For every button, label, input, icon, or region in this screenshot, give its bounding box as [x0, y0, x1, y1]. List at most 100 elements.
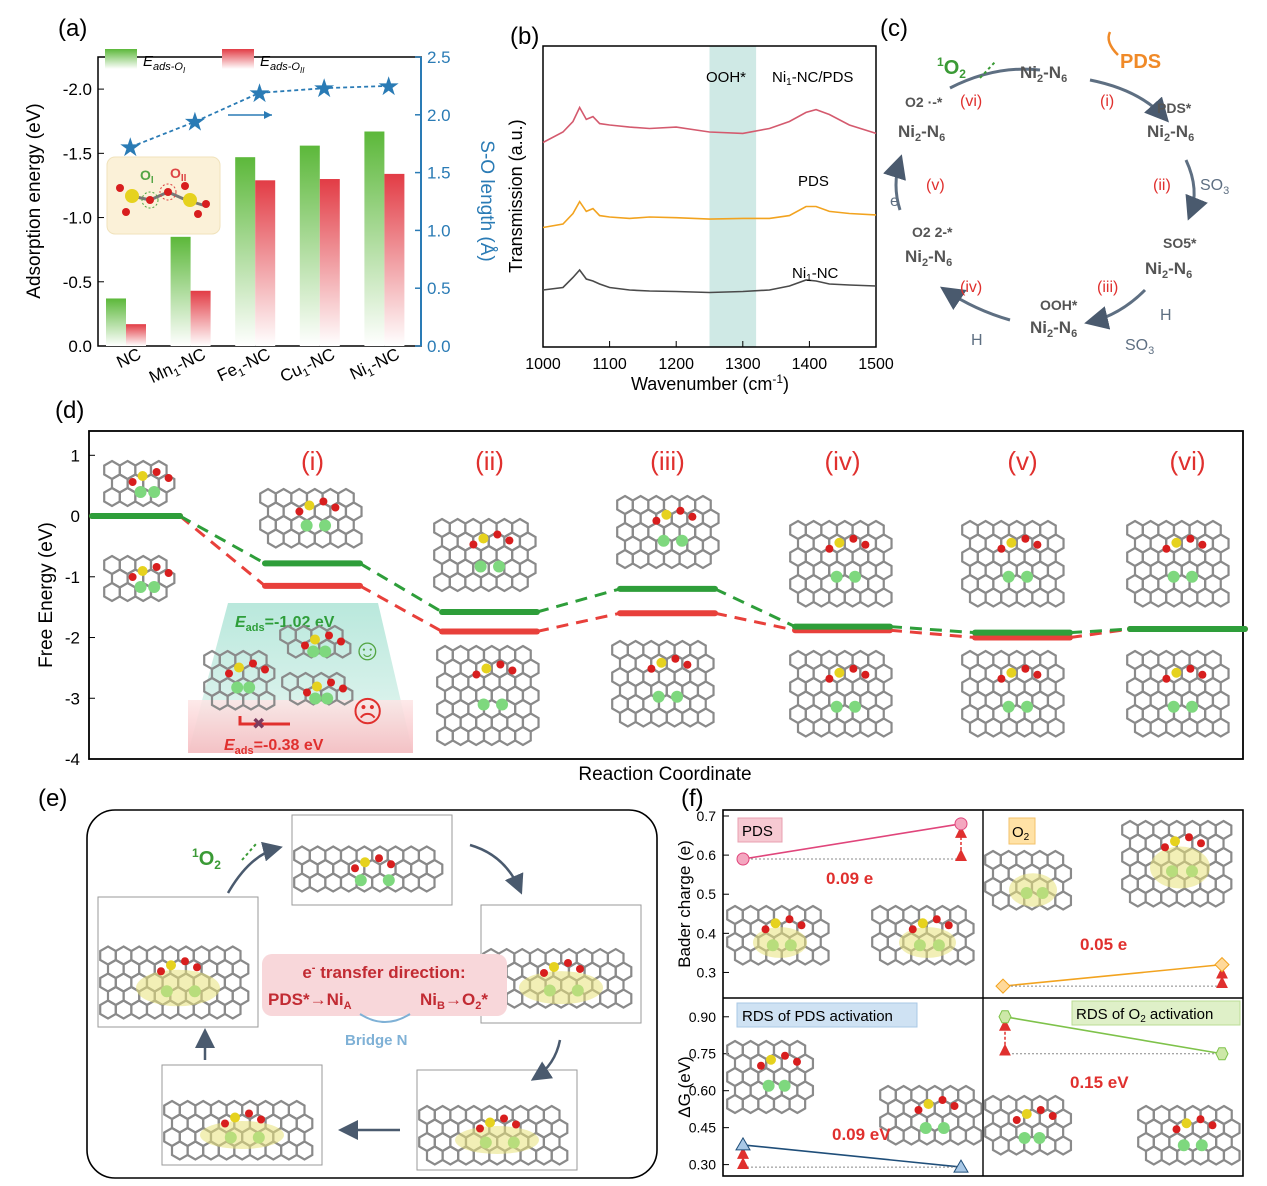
oxygen-atom [225, 669, 233, 678]
struct-f-rds-pds-b [879, 1084, 983, 1146]
ytick-label-f-bot-0: 0.90 [689, 1009, 716, 1025]
chart-f-ylabel-bottom: ΔG (eV) [675, 1056, 694, 1117]
oxygen-atom [671, 654, 680, 663]
bar-oi-0 [106, 298, 126, 346]
f-line-0 [742, 823, 962, 860]
oxygen-atom [1198, 540, 1207, 549]
panel-label-c: (c) [880, 15, 908, 42]
cycle-step-iv: (iv) [960, 279, 982, 296]
sulfur-atom [137, 566, 148, 576]
step-label-d-2: (iii) [650, 446, 685, 476]
oxygen-atom [512, 1120, 520, 1129]
oxygen-atom [193, 963, 201, 972]
ni-atom [676, 534, 689, 547]
chart-b-lines [542, 105, 877, 294]
step-label-d-3: (iv) [824, 446, 860, 476]
svg-text:OI: OI [140, 167, 154, 186]
ni-atom [309, 692, 322, 705]
oxygen-atom [540, 968, 548, 977]
chart-f-lines [735, 817, 1230, 1173]
oxygen-atom [339, 684, 347, 693]
struct-f-rds-pds-a [726, 1039, 815, 1115]
f-line-1 [1002, 963, 1223, 987]
oxygen-atom [1162, 674, 1171, 683]
annot-f1: 0.09 e [826, 869, 873, 888]
f-line-3 [1004, 1015, 1223, 1055]
cycle-arrow-iv [940, 286, 1011, 322]
sulfur-atom [1170, 836, 1180, 847]
step-label-d-1: (ii) [475, 446, 504, 476]
eads-good-face: ☺ [352, 634, 383, 667]
connector-green-4 [889, 625, 976, 635]
oxygen-atom [825, 544, 834, 553]
chart-a-bars [106, 131, 405, 346]
cycle-node-1: Ni2-N6 [1020, 63, 1067, 85]
sulfur-atom [310, 634, 320, 645]
oxygen-atom [1185, 833, 1193, 842]
oxygen-atom [327, 678, 335, 687]
y2tick-label-a-4: 2.0 [427, 106, 451, 125]
y2tick-label-a-0: 0.0 [427, 337, 451, 356]
struct-f-pds-a [726, 904, 830, 966]
oxygen-atom [1033, 670, 1042, 679]
sulfur-atom [166, 960, 176, 971]
struct-d-v-bottom [961, 649, 1065, 738]
charge-density [455, 1126, 539, 1154]
transfer-box [262, 954, 507, 1016]
ni-atom [1186, 570, 1199, 583]
connector-green-3 [714, 587, 796, 628]
struct-d-vi-bottom [1126, 649, 1230, 738]
oxygen-atom [500, 1114, 508, 1123]
sulfur-atom [656, 657, 667, 668]
oxygen-atom [1196, 1115, 1205, 1124]
connector-red-2 [536, 611, 621, 633]
oxygen-atom [505, 536, 514, 545]
bridge-n-label: Bridge N [345, 1032, 408, 1049]
oxygen-atom [652, 516, 661, 525]
oxygen-atom [496, 660, 505, 669]
ni-atom [354, 874, 367, 887]
ni-atom [134, 581, 147, 593]
panel-label-b: (b) [510, 23, 539, 50]
ytick-label-f-bot-2: 0.60 [689, 1083, 716, 1099]
oxygen-atom [861, 540, 870, 549]
oxygen-atom [825, 674, 834, 683]
struct-e-2 [482, 947, 633, 1009]
ytick-label-d-5: -4 [65, 750, 80, 769]
cycle-arrow-vi [949, 67, 1041, 90]
cycle-label-h-a: H [1160, 307, 1172, 324]
ni-atom [652, 690, 665, 703]
oxygen-atom [337, 637, 345, 646]
transfer-title: e- transfer direction: [302, 962, 465, 982]
bar-oii-1 [190, 290, 211, 346]
series-label-pds: PDS [798, 173, 829, 190]
chart-a-ylabel: Adsorption energy (eV) [24, 103, 45, 298]
cycle-arrow-v [883, 154, 906, 211]
chart-d-lines [89, 513, 1248, 641]
struct-e-4 [163, 1099, 314, 1161]
bar-oii-4 [384, 173, 405, 346]
connector-red-4 [889, 628, 976, 640]
oxygen-atom [950, 1102, 959, 1110]
connector-green-2 [536, 587, 621, 614]
oxygen-atom [676, 506, 685, 515]
oxygen-atom [469, 540, 478, 549]
so-length-star-3: ★ [312, 73, 335, 103]
tag-pds: PDS [742, 823, 773, 840]
oxygen-atom [1033, 540, 1042, 549]
struct-d-v-top [961, 519, 1065, 608]
ni-atom [321, 692, 334, 705]
chart-a: Adsorption energy (eV) S-O length (Å) 0.… [24, 48, 497, 387]
cycle-arrow-i [1089, 78, 1169, 123]
panel-label-e: (e) [38, 785, 67, 812]
annot-f4: 0.15 eV [1070, 1073, 1129, 1092]
oxygen-atom [331, 503, 340, 512]
oxygen-atom [944, 921, 953, 930]
ni-atom [134, 486, 147, 498]
series-label-ni1nc: Ni1-NC [792, 265, 839, 284]
oxygen-atom [781, 1051, 789, 1060]
cycle-node-3: Ni2-N6 [1145, 259, 1192, 281]
oxygen-atom [181, 957, 189, 966]
f-point-2-1 [953, 1159, 969, 1173]
